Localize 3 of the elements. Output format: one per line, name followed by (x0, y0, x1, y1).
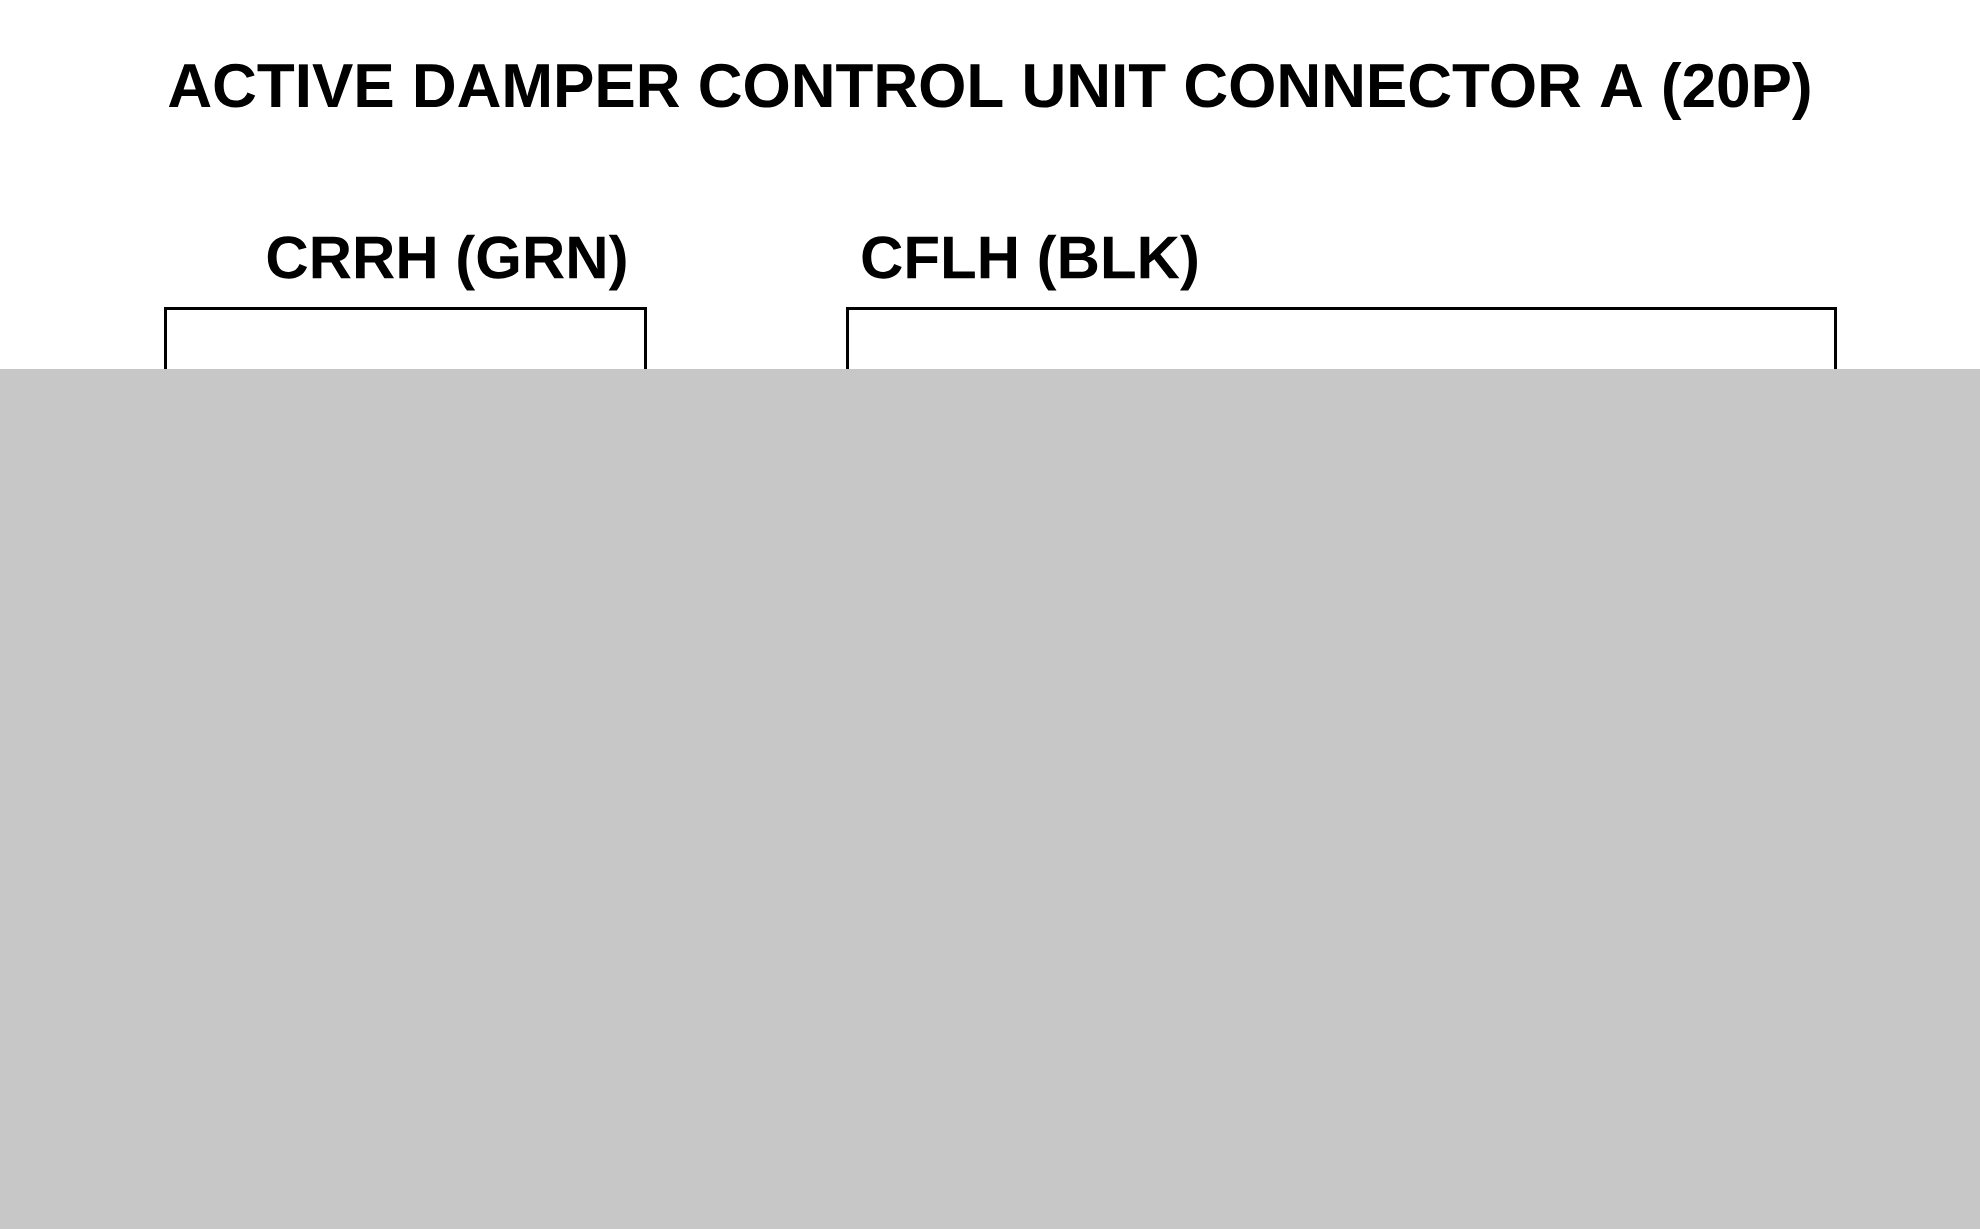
node-label: CRRH (GRN) (267, 234, 626, 291)
title: ACTIVE DAMPER CONTROL UNIT CONNECTOR A (20P) (168, 62, 1810, 120)
node-label: CFLH (BLK) (862, 234, 1197, 291)
